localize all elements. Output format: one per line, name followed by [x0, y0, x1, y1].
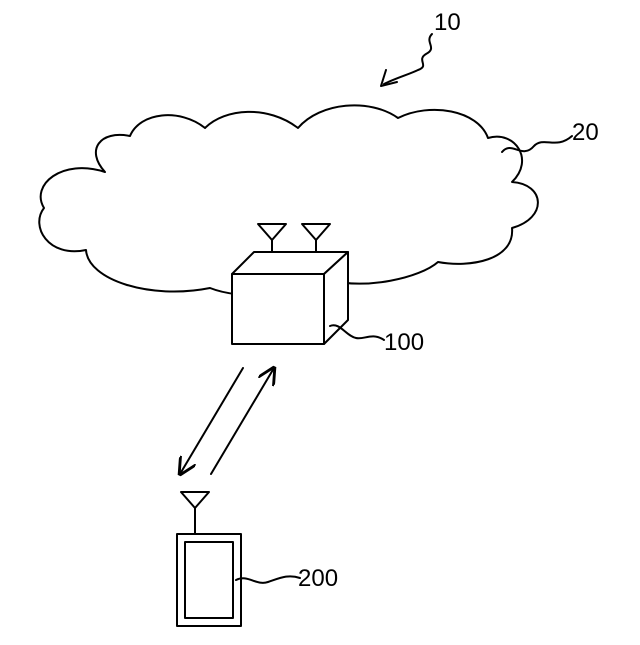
system-reference: 10 — [381, 9, 461, 86]
label-base-station: 100 — [384, 329, 424, 356]
system-leader-arrow — [384, 34, 432, 84]
terminal-body — [177, 534, 241, 626]
label-terminal: 200 — [298, 565, 338, 592]
label-system: 10 — [434, 9, 461, 36]
label-network: 20 — [572, 119, 599, 146]
downlink-arrow — [180, 368, 243, 474]
base-station-front-face — [232, 274, 324, 344]
uplink-arrow — [211, 368, 274, 474]
terminal-device[interactable] — [177, 492, 241, 626]
terminal-antenna — [181, 492, 209, 534]
base-station-leader — [330, 325, 384, 340]
terminal-leader — [236, 576, 300, 582]
